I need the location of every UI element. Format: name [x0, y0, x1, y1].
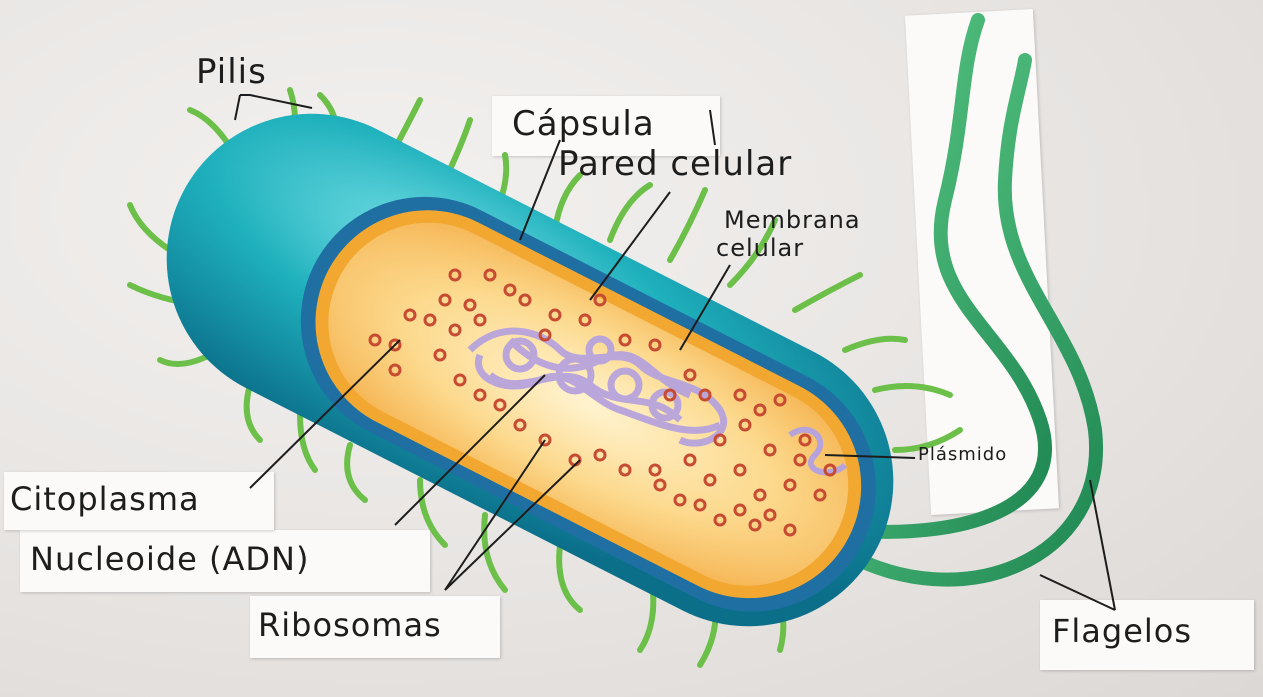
label-plasmido: Plásmido: [918, 444, 1007, 465]
label-citoplasma: Citoplasma: [10, 480, 200, 518]
label-flagelos: Flagelos: [1052, 612, 1192, 650]
label-membrana: Membrana: [724, 208, 861, 232]
label-ribosomas: Ribosomas: [258, 606, 442, 644]
label-capsula: Cápsula: [512, 104, 655, 144]
label-membrana-celular: celular: [716, 236, 804, 260]
label-pilis: Pilis: [196, 52, 267, 92]
capsule: [117, 64, 944, 677]
label-nucleoide: Nucleoide (ADN): [30, 540, 309, 578]
label-pared-celular: Pared celular: [558, 144, 792, 184]
